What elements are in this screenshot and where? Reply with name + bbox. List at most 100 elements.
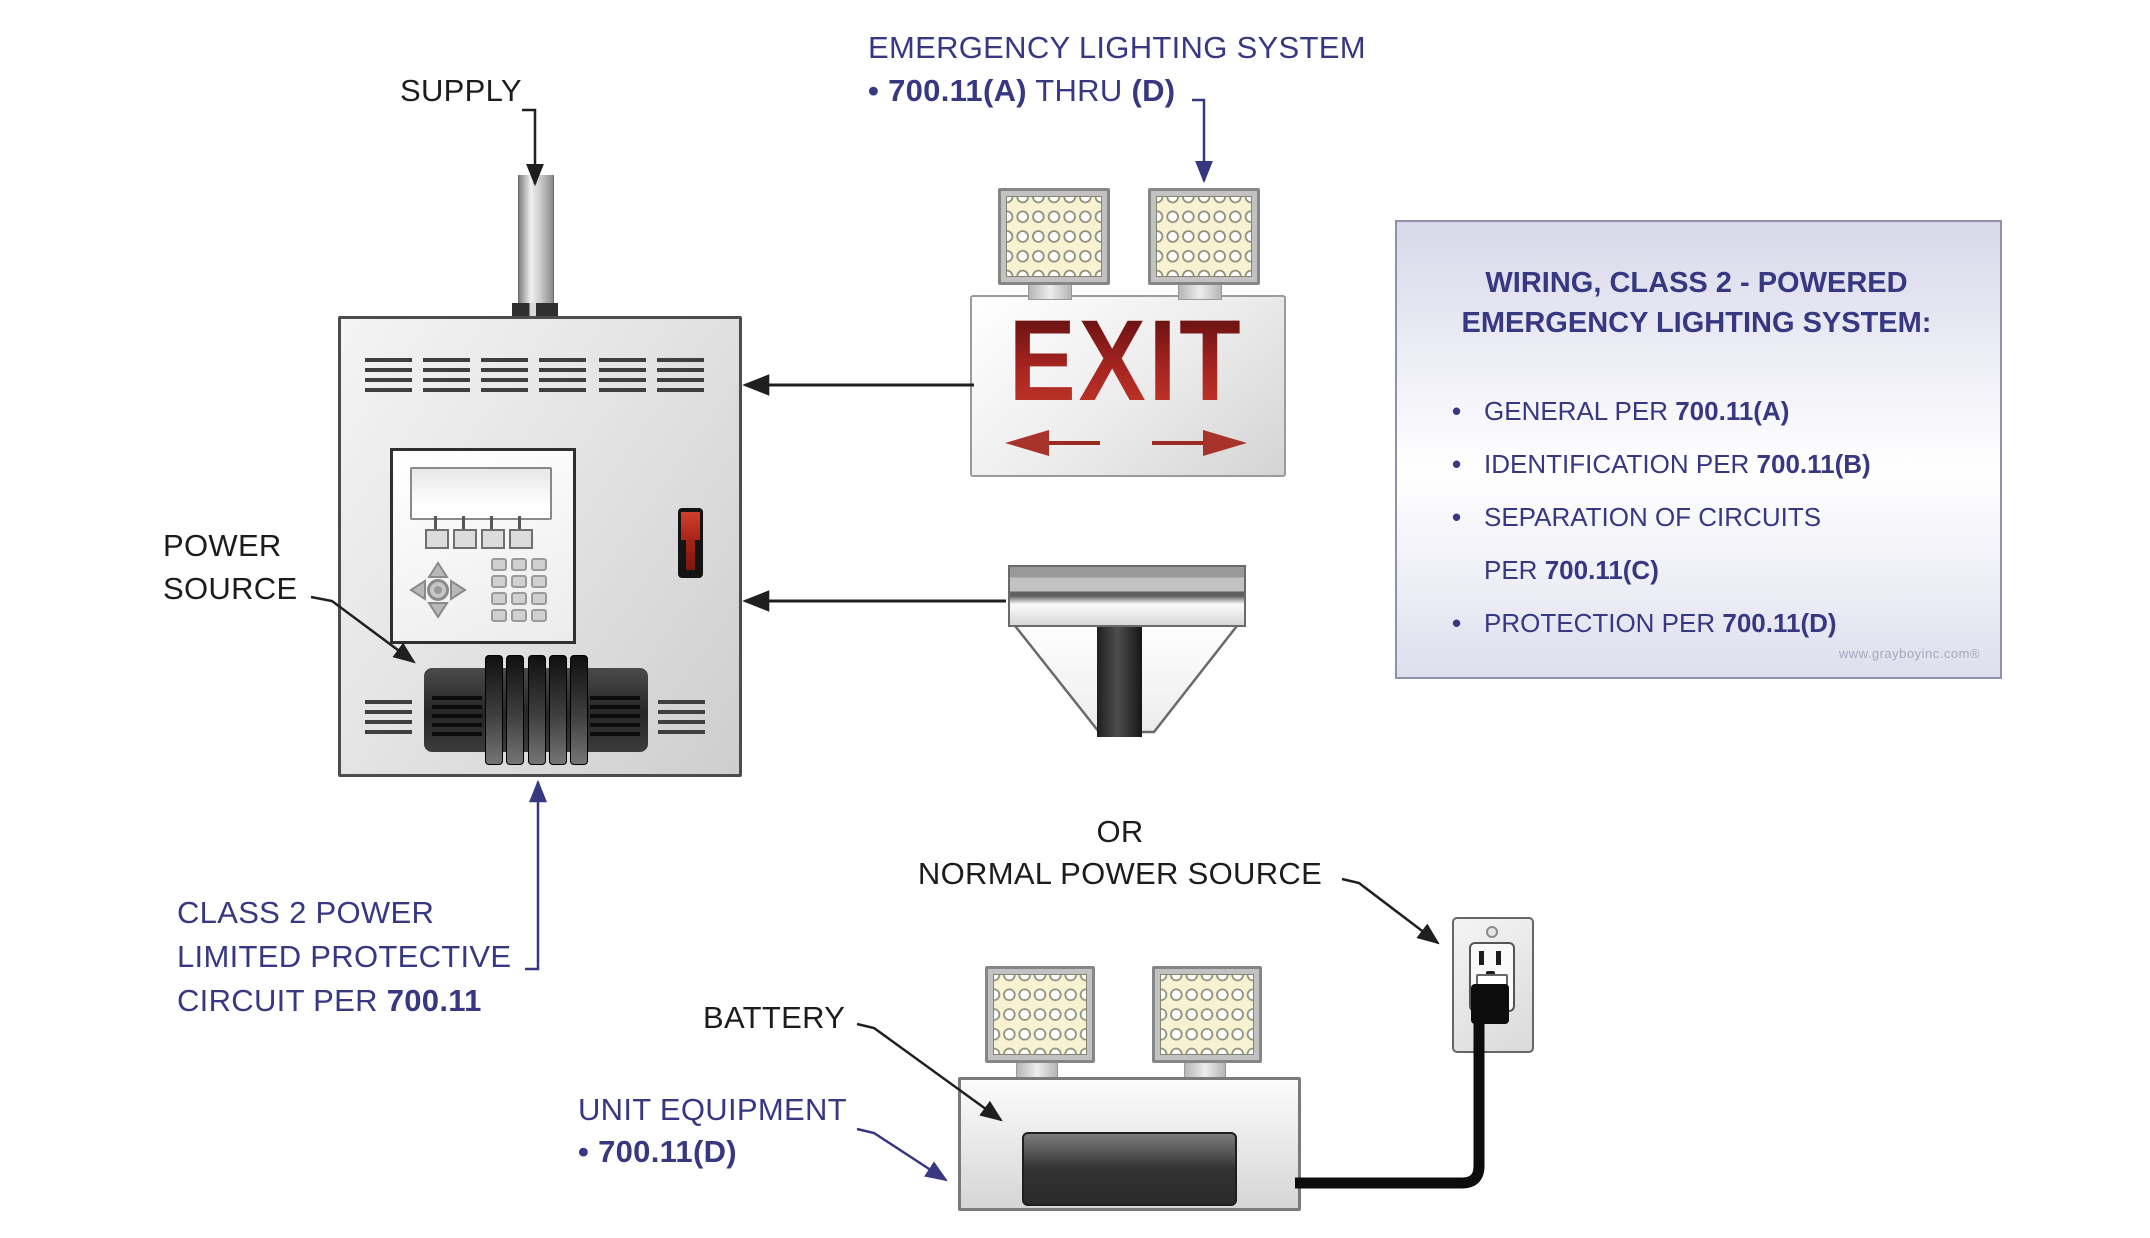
normal-power-arrow [1341, 877, 1440, 945]
function-button [509, 529, 533, 549]
led-array [1156, 196, 1252, 277]
list-item: • GENERAL PER 700.11(A) [1452, 385, 1972, 438]
battery-block [1022, 1132, 1237, 1206]
keypad-key [531, 558, 547, 571]
label-text: CIRCUIT PER [177, 983, 387, 1018]
item-text: IDENTIFICATION PER [1484, 449, 1757, 479]
keypad-key [491, 558, 507, 571]
keypad-key [511, 609, 527, 622]
normal-power-source-label: OR NORMAL POWER SOURCE [905, 811, 1335, 895]
bullet-icon: • [1452, 608, 1462, 638]
heatsink-fins [485, 655, 588, 765]
unit-equipment-arrow [856, 1127, 948, 1182]
list-item: •SEPARATION OF CIRCUITS PER 700.11(C) [1452, 491, 1972, 597]
bullet-icon: • [1452, 502, 1462, 532]
item-text: PROTECTION PER [1484, 608, 1723, 638]
bullet-icon: • [1452, 449, 1462, 479]
label-text: THRU [1026, 73, 1132, 108]
code-ref: • 700.11(D) [578, 1134, 737, 1169]
vent-grille [365, 700, 412, 734]
emergency-lamp-head [1152, 966, 1262, 1063]
list-item: • IDENTIFICATION PER 700.11(B) [1452, 438, 1972, 491]
label-line2: • 700.11(A) THRU (D) [868, 69, 1366, 112]
emergency-lamp-head [998, 188, 1110, 285]
label-line2: LIMITED PROTECTIVE [177, 939, 512, 974]
emergency-label-arrow [1192, 98, 1213, 184]
class2-circuit-label: CLASS 2 POWER LIMITED PROTECTIVE CIRCUIT… [177, 891, 511, 1023]
fin [527, 655, 546, 765]
button-stem [434, 516, 437, 529]
vent-grille [590, 696, 640, 736]
keypad-key [531, 609, 547, 622]
keypad-key [531, 575, 547, 588]
keypad-key [511, 575, 527, 588]
label-line2: NORMAL POWER SOURCE [917, 856, 1323, 891]
code-ref: 700.11 [386, 983, 482, 1018]
keypad-key [531, 592, 547, 605]
fin [506, 655, 525, 765]
fin [548, 655, 567, 765]
vent-grille [658, 700, 705, 734]
vent-grille [599, 358, 646, 392]
power-source-label: POWER SOURCE [163, 524, 297, 610]
info-box-title-line2: EMERGENCY LIGHTING SYSTEM: [1461, 307, 1932, 339]
emergency-lighting-system-label: EMERGENCY LIGHTING SYSTEM • 700.11(A) TH… [868, 26, 1366, 112]
label-line1: UNIT EQUIPMENT [578, 1092, 847, 1127]
watermark: www.grayboyinc.com® [1838, 646, 1980, 661]
vent-grille [657, 358, 704, 392]
outlet-slot [1496, 951, 1501, 965]
keypad-key [511, 558, 527, 571]
red-toggle-switch [678, 508, 703, 578]
supply-label: SUPPLY [400, 73, 522, 108]
item-text: GENERAL PER [1484, 396, 1676, 426]
label-line1: EMERGENCY LIGHTING SYSTEM [868, 30, 1366, 65]
emergency-lamp-head [1148, 188, 1260, 285]
vent-grille [365, 358, 412, 392]
keypad-key [491, 609, 507, 622]
outlet-screw [1486, 926, 1498, 938]
label-line3: CIRCUIT PER 700.11 [177, 979, 511, 1023]
lcd-display [410, 467, 552, 520]
keypad-key [511, 592, 527, 605]
led-array [1160, 974, 1254, 1055]
class2-arrow [525, 779, 547, 971]
pendant-mount-bar [1008, 565, 1246, 627]
keypad-key [491, 575, 507, 588]
battery-label: BATTERY [703, 1000, 846, 1035]
fin [485, 655, 503, 765]
switch-stem [686, 538, 695, 570]
vent-grille [432, 696, 482, 736]
list-item: •PROTECTION PER 700.11(D) [1452, 597, 1972, 650]
bullet-icon: • [1452, 396, 1462, 426]
power-plug [1471, 984, 1509, 1024]
vent-grille [481, 358, 528, 392]
item-text: SEPARATION OF CIRCUITS [1484, 502, 1822, 532]
keypad-key [491, 592, 507, 605]
code-ref: 700.11(B) [1756, 449, 1871, 479]
button-stem [518, 516, 521, 529]
vent-grille [423, 358, 470, 392]
code-ref: (D) [1131, 73, 1176, 108]
supply-conduit [518, 175, 554, 305]
numeric-keypad [491, 558, 553, 624]
function-button [453, 529, 477, 549]
code-ref: 700.11(C) [1544, 555, 1659, 585]
pendant-lamp-tube [1097, 621, 1142, 737]
outlet-slot [1479, 951, 1484, 965]
info-box-title-line1: WIRING, CLASS 2 - POWERED [1485, 267, 1908, 299]
info-box-title: WIRING, CLASS 2 - POWERED EMERGENCY LIGH… [1400, 263, 1993, 343]
unit-equipment-label: UNIT EQUIPMENT • 700.11(D) [578, 1089, 847, 1173]
emergency-lamp-head [985, 966, 1095, 1063]
button-stem [462, 516, 465, 529]
vent-grille [539, 358, 586, 392]
led-array [993, 974, 1087, 1055]
fin [570, 655, 588, 765]
button-stem [490, 516, 493, 529]
info-box [1395, 220, 2002, 679]
or-label: OR [1096, 814, 1144, 849]
code-ref: 700.11(A) [1675, 396, 1790, 426]
function-button [481, 529, 505, 549]
code-ref: • 700.11(A) [868, 73, 1027, 108]
label-line2: SOURCE [163, 571, 298, 606]
